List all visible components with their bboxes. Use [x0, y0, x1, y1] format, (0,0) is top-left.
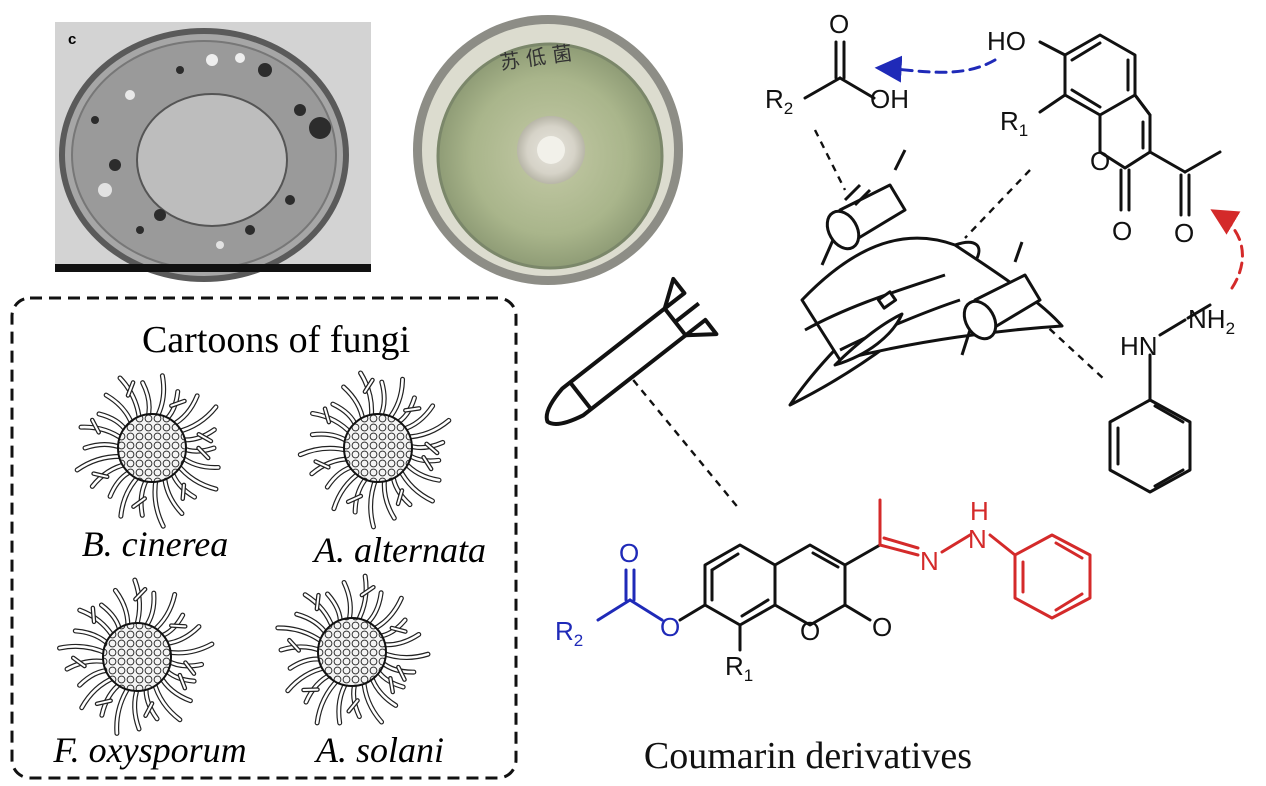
- petri-dish-image: 苏 低 菌: [413, 15, 683, 285]
- chemistry-structures: [596, 33, 1244, 652]
- product-core-structure: [678, 543, 882, 652]
- acid-structure: [803, 40, 876, 100]
- acid-o-label: O: [829, 9, 849, 39]
- fungi-box-title: Cartoons of fungi: [142, 319, 410, 361]
- species-label-2: A. alternata: [312, 530, 486, 570]
- product-ester-o-top-label: O: [619, 538, 639, 568]
- product-r1-label: R1: [725, 651, 753, 685]
- bottom-caption: Coumarin derivatives: [644, 735, 972, 777]
- fungus-icon: [74, 373, 221, 529]
- acid-oh-label: OH: [870, 84, 909, 114]
- acid-r2-label: R2: [765, 84, 793, 118]
- species-label-4: A. solani: [314, 730, 444, 770]
- coumarin-acetyl-o-label: O: [1174, 218, 1194, 248]
- top-coumarin-structure: [1038, 33, 1222, 217]
- coumarin-carbonyl-o-label: O: [1112, 216, 1132, 246]
- tem-panel-letter: c: [68, 31, 76, 48]
- fungi-box: Cartoons of fungi B. cinerea A. alternat…: [10, 296, 518, 780]
- blue-dashed-arrow: [874, 55, 997, 83]
- product-ester-o-label: O: [660, 612, 680, 642]
- species-label-3: F. oxysporum: [52, 730, 246, 770]
- species-label-1: B. cinerea: [82, 524, 229, 564]
- colony-center: [537, 136, 565, 164]
- plane-engine-1-intake: [825, 209, 861, 251]
- plane-wing-lines: [804, 273, 961, 352]
- red-dashed-arrow: [1210, 209, 1244, 290]
- plane-engine-2-intake: [962, 299, 998, 341]
- product-n-label: N: [920, 546, 939, 576]
- tem-nucleus: [136, 93, 288, 227]
- missile-body: [544, 306, 688, 426]
- fungi-dashed-frame: [10, 296, 518, 780]
- connector-hydrazine-plane: [1039, 319, 1106, 381]
- missile-icon: [544, 276, 719, 426]
- product-ring-o-label: O: [800, 616, 820, 646]
- fungus-icon: [275, 573, 431, 726]
- plane-engine-1-cone: [820, 239, 835, 266]
- missile-band: [568, 381, 593, 411]
- coumarin-ho-label: HO: [987, 26, 1026, 56]
- product-carbonyl-o-label: O: [872, 612, 892, 642]
- plane-icon: [788, 149, 1064, 407]
- connector-coumarin-plane: [964, 169, 1031, 239]
- fungus-icon: [57, 577, 215, 736]
- product-hydrazone-structure: [878, 498, 1092, 620]
- missile-fins: [662, 276, 719, 338]
- hydrazine-structure: [1108, 303, 1212, 494]
- plane-window: [876, 290, 898, 310]
- fungus-icon: [297, 370, 452, 530]
- tem-cell-image: c: [55, 22, 371, 282]
- connector-missile-product: [624, 369, 741, 511]
- product-h-label: H: [970, 496, 989, 526]
- fungi-cartoons: [57, 370, 452, 736]
- plane-engine-2-cone: [960, 329, 972, 356]
- tem-scalebar-strip: [55, 264, 371, 272]
- tem-organelles: [91, 53, 331, 249]
- coumarin-ring-o-label: O: [1090, 146, 1110, 176]
- coumarin-r1-label: R1: [1000, 106, 1028, 140]
- hydrazine-nh2-label: NH2: [1188, 304, 1235, 338]
- connector-lines: [624, 129, 1106, 511]
- chem-labels: O R2 OH HO R1 O O O NH2 HN O R2 O O O R1…: [555, 9, 1235, 685]
- product-n2-label: N: [968, 524, 987, 554]
- hydrazine-hn-label: HN: [1120, 331, 1158, 361]
- plane-cockpit: [833, 312, 904, 367]
- connector-acid-plane: [813, 129, 847, 191]
- product-ester-structure: [596, 568, 664, 622]
- product-r2-label: R2: [555, 616, 583, 650]
- missile-center-fin: [673, 301, 701, 324]
